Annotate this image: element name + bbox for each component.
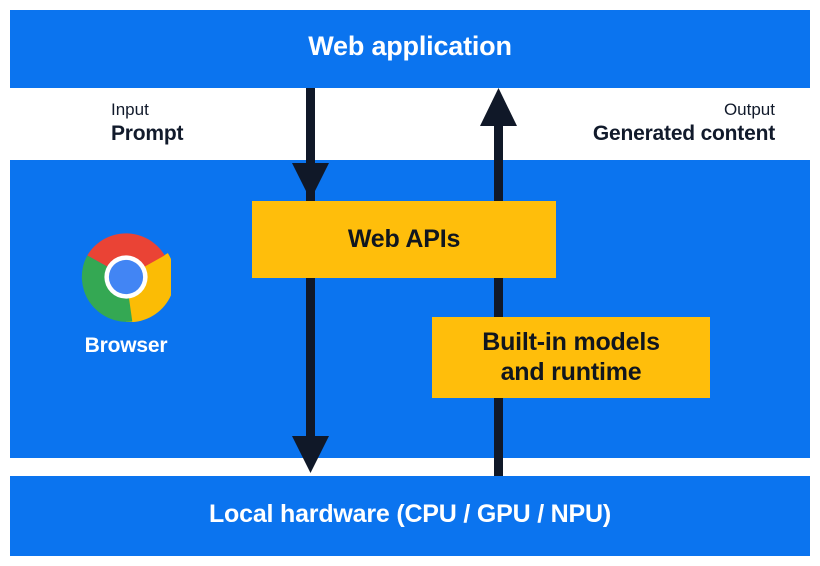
flow-label-input: Input Prompt <box>111 99 184 148</box>
flow-label-output-value: Generated content <box>592 121 775 145</box>
box-web-apis-label: Web APIs <box>347 224 461 253</box>
box-web-apis: Web APIs <box>252 201 556 278</box>
band-local-hardware: Local hardware (CPU / GPU / NPU) <box>10 476 810 556</box>
browser-caption: Browser <box>84 334 168 357</box>
flow-label-output: Output Generated content <box>593 99 775 148</box>
band-web-application-label: Web application <box>308 31 512 61</box>
flow-label-input-value: Prompt <box>111 121 184 145</box>
box-built-in-models-line2: and runtime <box>500 357 642 386</box>
box-built-in-models: Built-in models and runtime <box>432 317 710 398</box>
chrome-logo-icon <box>81 233 171 322</box>
flow-label-input-kind: Input <box>111 100 149 119</box>
box-built-in-models-label: Built-in models and runtime <box>482 328 660 387</box>
browser-group: Browser <box>58 232 194 358</box>
band-web-application: Web application <box>10 10 810 88</box>
band-local-hardware-label: Local hardware (CPU / GPU / NPU) <box>208 500 611 528</box>
flow-label-output-kind: Output <box>723 100 775 119</box>
box-built-in-models-line1: Built-in models <box>482 328 660 356</box>
